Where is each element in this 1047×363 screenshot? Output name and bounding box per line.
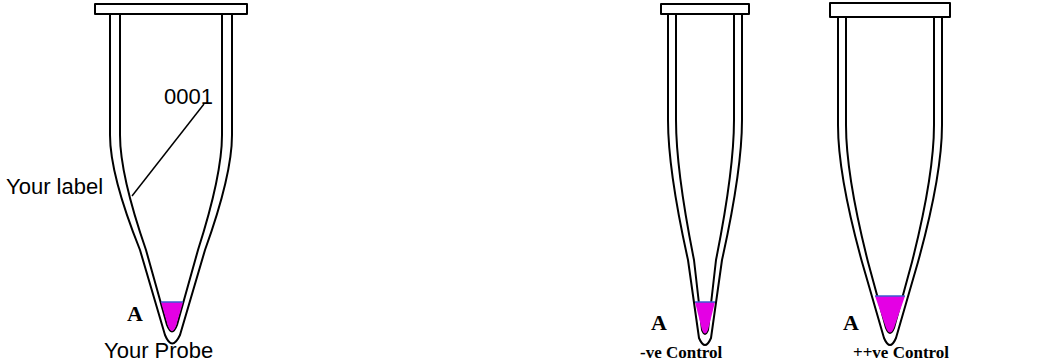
- tube-letter: A: [843, 312, 859, 334]
- tube-caption: -ve Control: [640, 344, 722, 361]
- tube-caption: ++ve Control: [853, 344, 949, 361]
- tube-letter: A: [651, 312, 667, 334]
- tube-label: 0001: [164, 86, 213, 108]
- tube-caption: Your Probe: [104, 340, 213, 362]
- callout-label: Your label: [6, 176, 103, 198]
- tube-letter: A: [127, 303, 143, 325]
